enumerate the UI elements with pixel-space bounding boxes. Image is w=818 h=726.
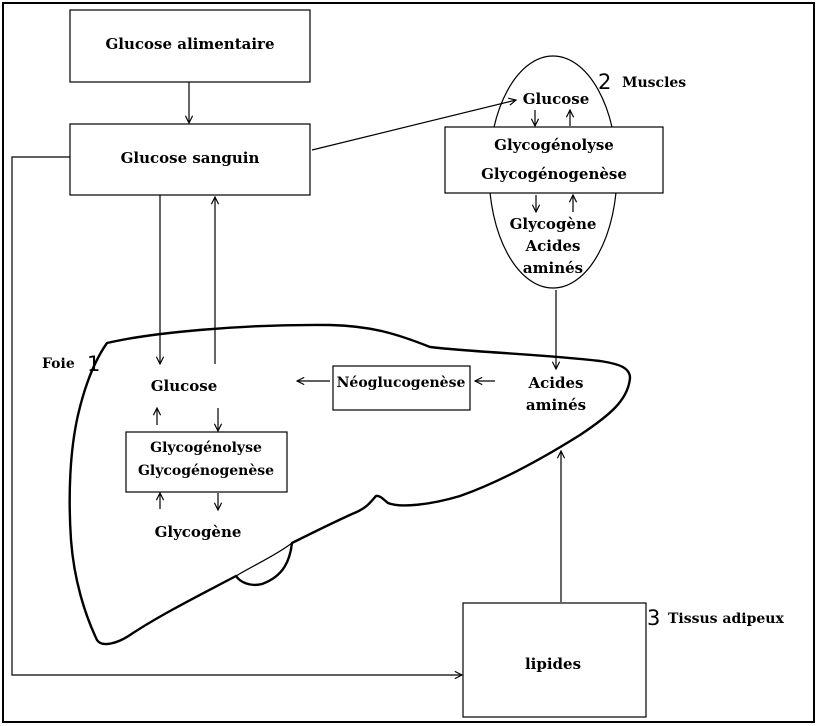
dietary-glucose-box <box>69 9 311 83</box>
liver-amino-acids-1: Acides <box>528 374 584 392</box>
muscles-label: Muscles <box>622 75 686 91</box>
liver-glucose: Glucose <box>151 377 218 395</box>
neoglucogenesis-box <box>332 365 471 411</box>
liver-label: Foie <box>42 356 75 372</box>
liver-outline <box>68 323 632 646</box>
arrow-blood-to-muscles <box>311 100 516 151</box>
liver-amino-acids-2: aminés <box>526 396 586 414</box>
blood-glucose-label: Glucose sanguin <box>121 149 260 167</box>
gallbladder-outline <box>235 542 293 577</box>
muscles-process-1: Glycogénolyse <box>494 136 614 154</box>
liver-process-2: Glycogénogenèse <box>138 463 274 479</box>
muscles-glucose: Glucose <box>523 90 590 108</box>
muscles-process-2: Glycogénogenèse <box>481 165 627 183</box>
dietary-glucose-label: Glucose alimentaire <box>106 35 275 53</box>
adipose-label: Tissus adipeux <box>668 611 784 627</box>
neoglucogenesis-label: Néoglucogenèse <box>337 375 466 391</box>
liver-process-1: Glycogénolyse <box>150 440 262 456</box>
liver-glycogen: Glycogène <box>155 523 242 541</box>
muscles-process-box <box>444 126 664 194</box>
liver-number: 1 <box>87 352 100 376</box>
arrow-blood-to-lipids <box>11 156 462 675</box>
muscles-amino-acids-2: aminés <box>523 259 583 277</box>
liver-process-box <box>125 431 288 493</box>
muscles-glycogen: Glycogène <box>510 215 597 233</box>
lipids-label: lipides <box>525 655 581 673</box>
blood-glucose-box <box>69 123 311 196</box>
adipose-number: 3 <box>647 606 660 630</box>
lipids-box <box>462 602 647 718</box>
muscles-amino-acids-1: Acides <box>525 237 581 255</box>
muscles-number: 2 <box>598 70 611 94</box>
